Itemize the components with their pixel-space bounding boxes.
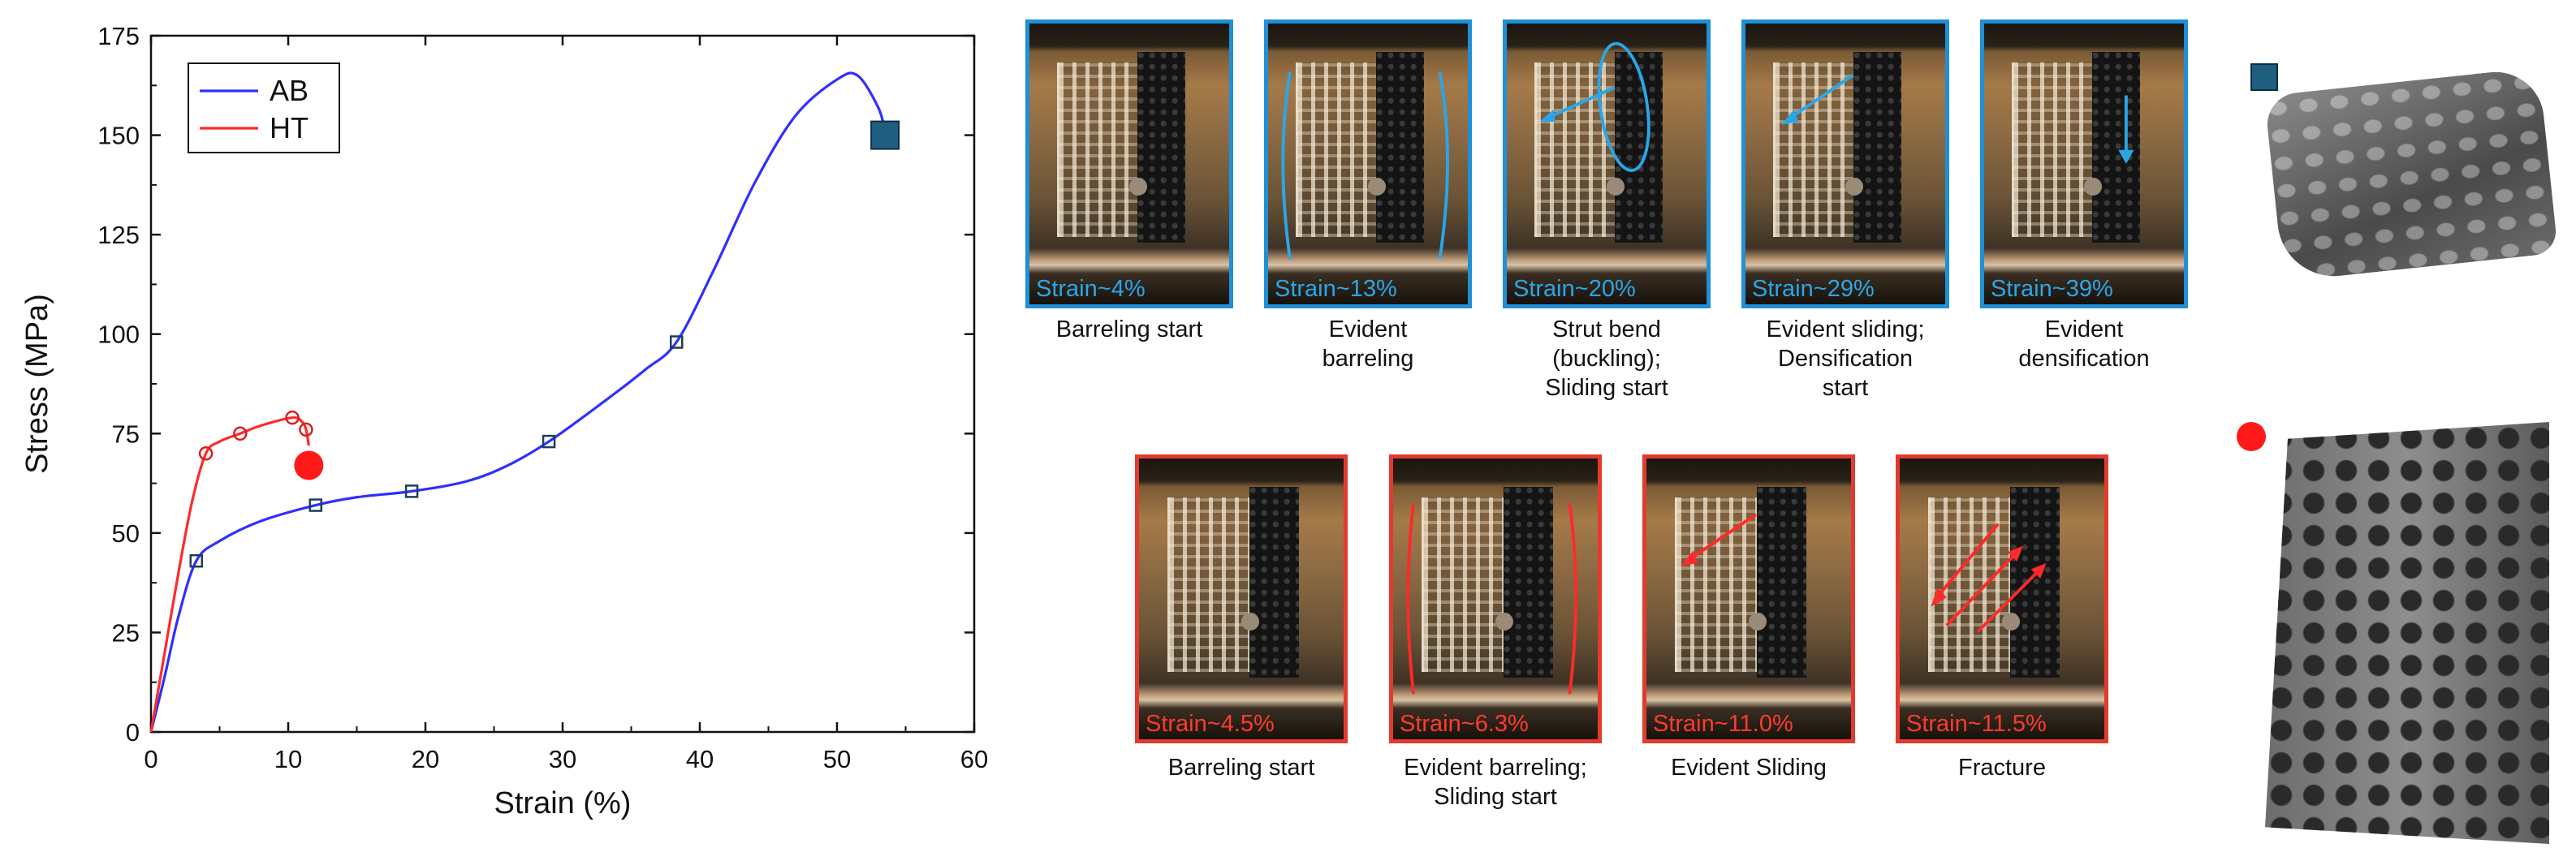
photo-ab-4 — [1745, 24, 1945, 304]
data-point-ab — [670, 335, 684, 349]
photo-ab-3 — [1507, 24, 1707, 304]
data-point-ht — [299, 422, 313, 437]
frame-ht-1: Strain~4.5% — [1135, 454, 1348, 743]
photo-ht-3 — [1646, 458, 1851, 739]
x-tick-label: 20 — [412, 745, 439, 773]
sliding-arrow-ab — [1781, 73, 1854, 125]
y-tick-label: 75 — [112, 420, 140, 448]
strain-label-ht-1: Strain~4.5% — [1146, 711, 1275, 737]
strain-label-ab-3: Strain~20% — [1513, 276, 1636, 302]
ab-sample-photo — [2263, 67, 2559, 282]
caption-ht-2: Evident barreling;Sliding start — [1404, 755, 1587, 810]
x-tick-label: 50 — [823, 745, 851, 773]
strain-label-ab-2: Strain~13% — [1275, 276, 1397, 302]
caption-ht-4: Fracture — [1958, 755, 2046, 781]
frame-ht-3: Strain~11.0% — [1642, 454, 1855, 743]
frame-ab-5: Strain~39% — [1980, 19, 2188, 308]
fracture-arrows-ht — [1931, 523, 2047, 633]
strain-label-ht-2: Strain~6.3% — [1400, 711, 1529, 737]
data-point-ab — [404, 484, 419, 498]
barreling-lines-ht — [1406, 503, 1577, 695]
x-tick-label: 40 — [686, 745, 714, 773]
y-tick-label: 175 — [97, 22, 140, 50]
data-point-ab — [542, 434, 556, 449]
photo-ab-5 — [1984, 24, 2184, 304]
y-tick-label: 50 — [112, 519, 140, 548]
photo-ab-2 — [1268, 24, 1468, 304]
caption-ht-3: Evident Sliding — [1671, 755, 1827, 781]
data-point-ab — [309, 498, 323, 512]
data-point-ab — [189, 553, 204, 568]
y-tick-label: 150 — [97, 122, 140, 150]
data-point-ht — [233, 426, 248, 441]
photo-ht-2 — [1393, 458, 1598, 739]
strain-label-ab-1: Strain~4% — [1036, 276, 1146, 302]
densification-arrow-ab — [2118, 95, 2134, 164]
caption-ht-1: Barreling start — [1167, 755, 1315, 781]
series-line-ht — [149, 415, 310, 733]
frame-ab-3: Strain~20% — [1503, 19, 1711, 308]
y-tick-label: 0 — [126, 718, 140, 747]
strain-label-ab-4: Strain~29% — [1752, 276, 1875, 302]
ht-sample-photo — [2265, 422, 2549, 844]
photo-ht-1 — [1139, 458, 1344, 739]
legend-label-ab: AB — [270, 74, 309, 107]
sliding-arrow-ht — [1681, 513, 1757, 566]
end-marker-ht — [294, 450, 324, 480]
y-tick-label: 125 — [97, 221, 140, 249]
series-layer — [149, 71, 900, 733]
legend-box — [188, 62, 340, 153]
strain-label-ht-4: Strain~11.5% — [1906, 711, 2047, 737]
data-point-ht — [198, 446, 214, 461]
series-line-ab — [149, 71, 887, 733]
x-tick-label: 30 — [549, 745, 576, 773]
strain-label-ab-5: Strain~39% — [1991, 276, 2113, 302]
ht-marker-circle — [2237, 422, 2266, 451]
strain-label-ht-3: Strain~11.0% — [1653, 711, 1793, 737]
caption-ab-1: Barreling start — [1055, 316, 1203, 342]
frame-ht-2: Strain~6.3% — [1389, 454, 1602, 743]
data-point-ht — [285, 410, 300, 425]
end-marker-ab — [870, 120, 900, 150]
y-axis-label: Stress (MPa) — [20, 294, 54, 474]
x-tick-label: 60 — [960, 745, 988, 773]
x-tick-label: 0 — [144, 745, 157, 773]
photo-ab-1 — [1029, 24, 1229, 304]
legend: AB HT — [188, 62, 340, 153]
legend-label-ht: HT — [270, 111, 309, 144]
caption-ab-3: Strut bend(buckling);Sliding start — [1545, 316, 1668, 401]
x-tick-label: 10 — [274, 745, 302, 773]
y-tick-label: 100 — [97, 321, 140, 349]
y-tick-label: 25 — [112, 618, 140, 647]
x-axis-label: Strain (%) — [494, 786, 632, 820]
barreling-lines-ab — [1281, 71, 1449, 260]
buckling-marks-ab — [1539, 41, 1650, 172]
frame-ab-1: Strain~4% — [1025, 19, 1233, 308]
ab-marker-square — [2250, 63, 2278, 91]
frame-ht-4: Strain~11.5% — [1896, 454, 2108, 743]
frame-ab-2: Strain~13% — [1264, 19, 1472, 308]
frame-ab-4: Strain~29% — [1741, 19, 1949, 308]
